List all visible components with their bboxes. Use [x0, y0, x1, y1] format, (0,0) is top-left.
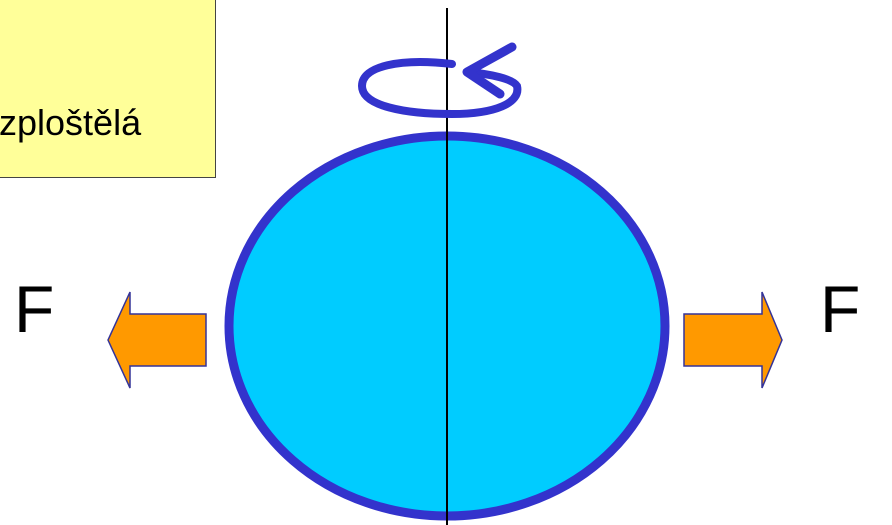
right-arrow-icon	[684, 292, 782, 388]
force-label-left: F	[14, 276, 54, 342]
rotation-arrow-icon	[362, 47, 517, 114]
force-label-right: F	[820, 276, 860, 342]
left-arrow-icon	[108, 292, 206, 388]
